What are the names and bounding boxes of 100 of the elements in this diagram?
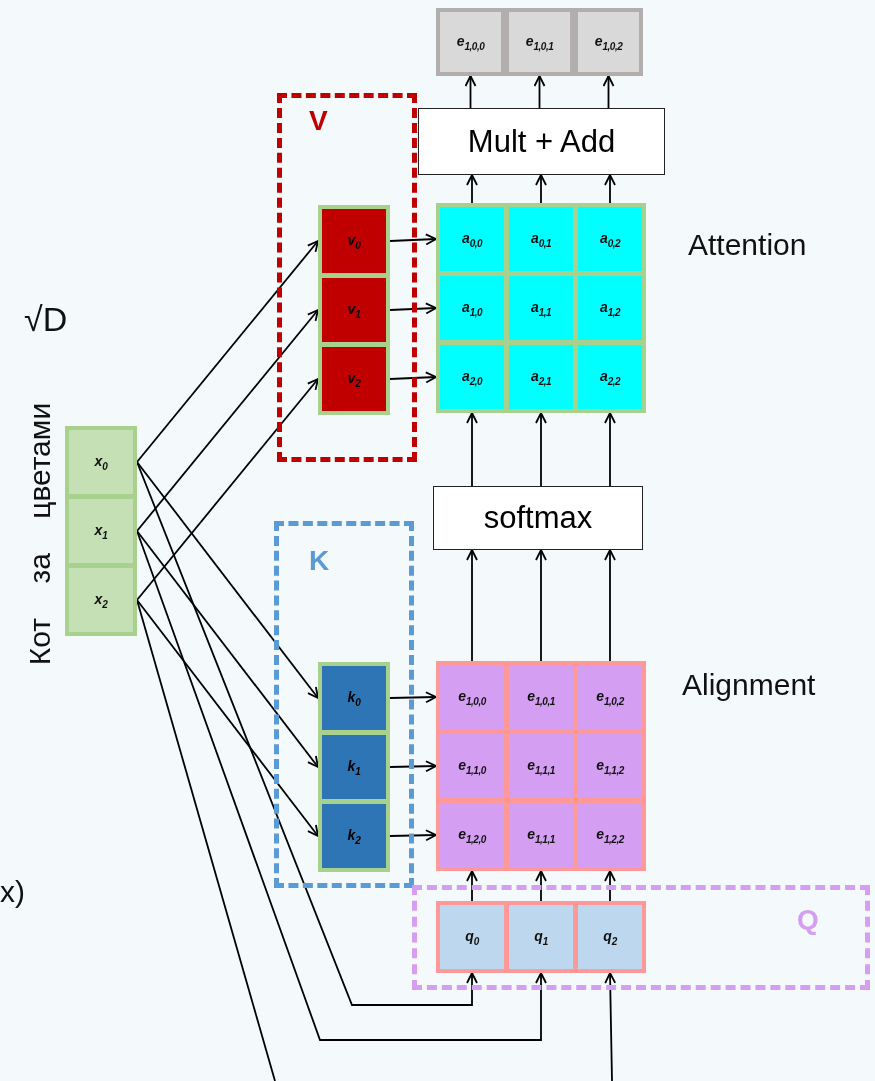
cell-label: e$_{1,0,2}$ (594, 32, 623, 52)
cell-label: q$_{2}$ (603, 927, 617, 947)
cell-label: e$_{1,1,1}$ (527, 756, 555, 776)
cell-label: q$_{1}$ (534, 927, 548, 947)
value-cell (318, 205, 390, 277)
attention-cell (436, 203, 508, 275)
dashed-region (412, 885, 870, 990)
arrow (535, 870, 547, 902)
arrow (602, 75, 615, 109)
query-cell (436, 901, 508, 973)
region-label: Q (797, 904, 819, 936)
text-label: Кот за цветами (23, 402, 57, 666)
cell-label: a$_{2,1}$ (530, 367, 552, 387)
cell-label: e$_{1,0,0}$ (456, 32, 485, 52)
arrow (604, 174, 616, 204)
cell-label: e$_{1,1,1}$ (527, 825, 555, 845)
key-cell (318, 800, 390, 872)
arrow (136, 461, 319, 699)
attention-cell (436, 272, 508, 344)
text-label: x) (0, 875, 25, 909)
cell-label: e$_{1,0,2}$ (596, 687, 624, 707)
arrow (389, 371, 437, 384)
arrow (466, 412, 478, 487)
cell-label: e$_{1,0,1}$ (527, 687, 555, 707)
alignment-cell (574, 730, 646, 802)
arrow (466, 549, 478, 662)
alignment-cell (436, 730, 508, 802)
cell-label: a$_{2,0}$ (461, 367, 483, 387)
key-cell (318, 662, 390, 734)
text-label: Alignment (682, 668, 816, 702)
arrow (136, 599, 319, 837)
input-cell (65, 495, 137, 567)
arrow (535, 174, 547, 204)
arrow (535, 412, 547, 487)
arrow (136, 378, 319, 601)
region-label: V (309, 105, 328, 137)
output-cell (574, 8, 643, 76)
cell-label: e$_{1,0,1}$ (525, 32, 554, 52)
cell-label: k$_{0}$ (347, 688, 361, 708)
cell-label: v$_{0}$ (347, 231, 361, 251)
value-cell (318, 343, 390, 415)
arrow (535, 549, 547, 662)
attention-cell (505, 341, 577, 413)
cell-label: e$_{1,2,2}$ (596, 825, 624, 845)
attention-cell (436, 341, 508, 413)
arrow (389, 302, 437, 315)
arrow (136, 530, 319, 768)
cell-label: k$_{1}$ (347, 757, 361, 777)
key-cell (318, 731, 390, 803)
cell-label: a$_{1,1}$ (530, 298, 552, 318)
value-cell (318, 274, 390, 346)
arrow (466, 870, 478, 902)
input-cell (65, 564, 137, 636)
alignment-cell (436, 799, 508, 871)
region-label: K (309, 545, 330, 577)
cell-label: x$_{0}$ (94, 452, 108, 472)
arrow (604, 870, 616, 902)
operation-box (433, 486, 643, 550)
arrow (136, 240, 319, 463)
arrow (389, 691, 437, 704)
attention-cell (505, 203, 577, 275)
arrow (604, 412, 616, 487)
arrow (604, 549, 616, 662)
cell-label: e$_{1,0,0}$ (458, 687, 486, 707)
dashed-region (277, 93, 417, 462)
alignment-cell (574, 799, 646, 871)
operation-label: Mult + Add (467, 123, 616, 160)
text-label: √D (24, 300, 68, 339)
cell-label: x$_{1}$ (94, 521, 108, 541)
dashed-region (274, 521, 414, 888)
text-label: Attention (688, 228, 807, 262)
arrow (464, 75, 477, 109)
cell-label: e$_{1,1,0}$ (458, 756, 486, 776)
operation-box (418, 108, 665, 175)
attention-cell (574, 203, 646, 275)
cell-label: v$_{1}$ (347, 300, 361, 320)
arrow (389, 760, 437, 773)
attention-cell (574, 272, 646, 344)
cell-label: a$_{1,0}$ (461, 298, 483, 318)
cell-label: a$_{0,1}$ (530, 229, 552, 249)
cell-label: a$_{1,2}$ (599, 298, 621, 318)
cell-label: x$_{2}$ (94, 590, 108, 610)
arrow (604, 972, 617, 1081)
alignment-cell (505, 730, 577, 802)
alignment-cell (436, 661, 508, 733)
cell-label: a$_{0,0}$ (461, 229, 483, 249)
alignment-cell (574, 661, 646, 733)
arrow (136, 309, 319, 532)
input-cell (65, 426, 137, 498)
cell-label: e$_{1,2,0}$ (458, 825, 486, 845)
arrow (533, 75, 546, 109)
arrow (466, 174, 478, 204)
attention-cell (574, 341, 646, 413)
operation-label: softmax (483, 500, 593, 536)
attention-cell (505, 272, 577, 344)
cell-label: k$_{2}$ (347, 826, 361, 846)
query-cell (505, 901, 577, 973)
alignment-cell (505, 661, 577, 733)
cell-label: e$_{1,1,2}$ (596, 756, 624, 776)
cell-label: a$_{0,2}$ (599, 229, 621, 249)
